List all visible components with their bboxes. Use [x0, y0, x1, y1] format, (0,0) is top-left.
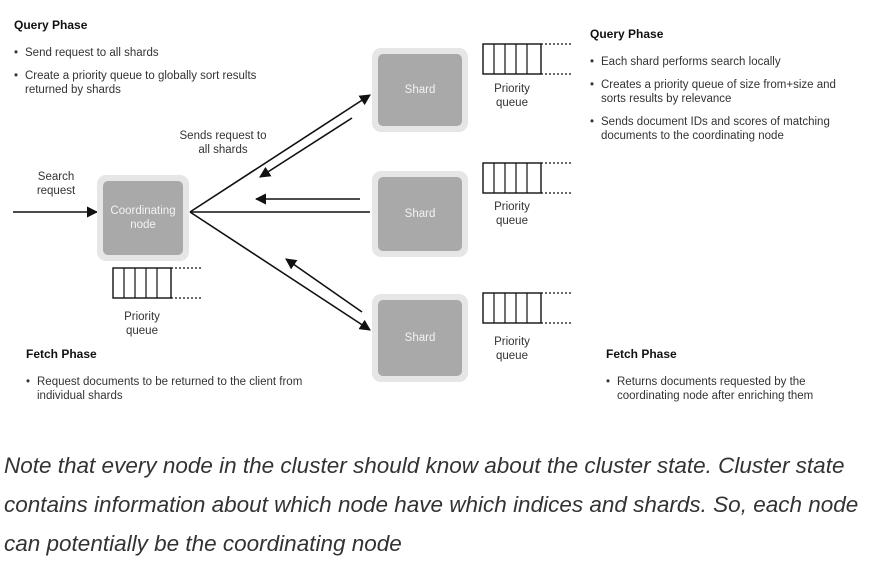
list-item: Request documents to be returned to the … — [26, 375, 306, 403]
priority-queue-mid-shard — [482, 162, 571, 194]
list-item: Send request to all shards — [14, 46, 274, 60]
list-item: Each shard performs search locally — [590, 55, 858, 69]
priority-queue-label-bottom: Priority queue — [494, 336, 530, 362]
return-arrow-bottom — [285, 258, 363, 313]
coordinating-node-label: Coordinating node — [103, 181, 183, 255]
fetch-phase-left-title: Fetch Phase — [26, 347, 97, 361]
list-item: Returns documents requested by the coord… — [606, 375, 846, 403]
priority-queue-bottom-shard — [482, 292, 571, 324]
query-phase-left-list: Send request to all shards Create a prio… — [14, 46, 274, 97]
return-arrow-top — [259, 117, 353, 178]
priority-queue-label-mid: Priority queue — [494, 201, 530, 227]
sends-request-label: Sends request to all shards — [179, 130, 267, 156]
search-flow-diagram — [13, 43, 571, 331]
list-item: Creates a priority queue of size from+si… — [590, 78, 858, 106]
arrow-to-shard-top — [189, 94, 371, 213]
query-phase-right-title: Query Phase — [590, 27, 664, 41]
query-phase-right: Query Phase Each shard performs search l… — [590, 27, 858, 152]
priority-queue-top-shard — [482, 43, 571, 75]
shard-label: Shard — [378, 54, 462, 126]
fetch-phase-left: Fetch Phase Request documents to be retu… — [26, 347, 306, 412]
shard-node-mid: Shard — [372, 171, 468, 257]
list-item: Sends document IDs and scores of matchin… — [590, 115, 858, 143]
arrow-to-shard-bottom — [189, 211, 371, 331]
priority-queue-label-top: Priority queue — [494, 83, 530, 109]
note-paragraph: Note that every node in the cluster shou… — [4, 453, 859, 556]
shard-node-bottom: Shard — [372, 294, 468, 382]
fetch-phase-right: Fetch Phase Returns documents requested … — [606, 347, 846, 412]
coordinating-node: Coordinating node — [97, 175, 189, 261]
shard-node-top: Shard — [372, 48, 468, 132]
fetch-phase-right-list: Returns documents requested by the coord… — [606, 375, 846, 403]
fetch-phase-left-list: Request documents to be returned to the … — [26, 375, 306, 403]
query-phase-left: Query Phase Send request to all shards C… — [14, 18, 274, 106]
shard-label: Shard — [378, 177, 462, 251]
priority-queue-label-coordinating: Priority queue — [124, 311, 160, 337]
search-request-label: Search request — [36, 171, 76, 197]
shard-label: Shard — [378, 300, 462, 376]
fetch-phase-right-title: Fetch Phase — [606, 347, 677, 361]
list-item: Create a priority queue to globally sort… — [14, 69, 274, 97]
query-phase-left-title: Query Phase — [14, 18, 88, 32]
query-phase-right-list: Each shard performs search locally Creat… — [590, 55, 858, 143]
priority-queue-coordinating — [112, 267, 201, 299]
